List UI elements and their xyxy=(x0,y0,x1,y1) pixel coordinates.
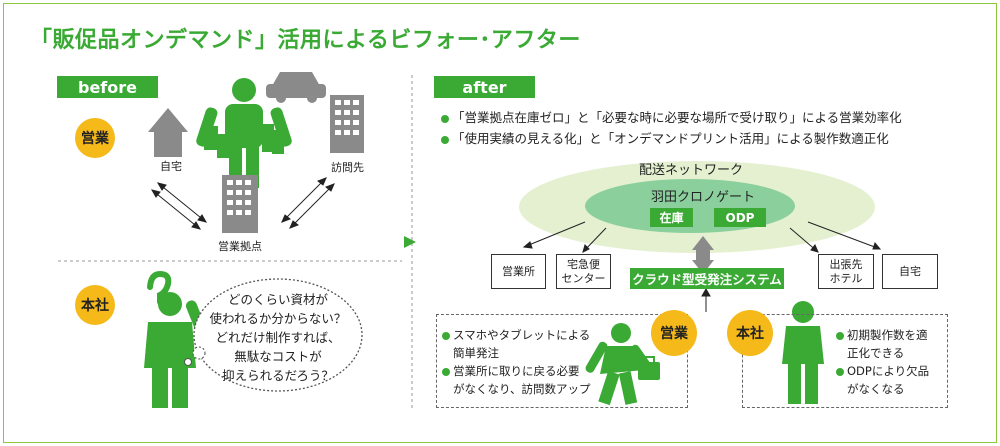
hq-benefits-box xyxy=(742,314,948,408)
dest-home: 自宅 xyxy=(882,254,938,289)
car-icon xyxy=(266,72,326,103)
question-mark-icon xyxy=(147,270,172,305)
delivery-arrows-icon xyxy=(522,221,882,253)
sales-benefits-list: スマホやタブレットによる 簡単発注 営業所に取りに戻る必要 がなくなり、訪問数ア… xyxy=(442,326,591,398)
stock-chip: 在庫 xyxy=(650,208,693,227)
office-building-icon xyxy=(330,95,364,153)
before-sales-badge: 営業 xyxy=(75,118,115,158)
gate-label: 羽田クロノゲート xyxy=(651,190,756,205)
house-icon xyxy=(148,108,188,157)
dest-delivery-center: 宅急便センター xyxy=(556,254,611,289)
after-bullet-2: 「使用実績の見える化」と「オンデマンドプリント活用」による製作数適正化 xyxy=(441,128,889,147)
hq-benefits-list: 初期製作数を適 正化できる ODPにより欠品 がなくなる xyxy=(836,326,929,398)
thought-bubble xyxy=(193,278,363,392)
after-hq-badge: 本社 xyxy=(727,310,773,356)
before-label: before xyxy=(57,76,158,98)
after-sales-badge: 営業 xyxy=(651,310,697,356)
sales-base-building-icon xyxy=(222,175,258,233)
home-label: 自宅 xyxy=(160,160,182,173)
odp-chip: ODP xyxy=(714,208,766,227)
hq-person-thinking-icon xyxy=(144,292,206,408)
page-title: 「販促品オンデマンド」活用によるビフォー･アフター xyxy=(30,28,581,53)
sales-base-label: 営業拠点 xyxy=(218,240,262,253)
visit-label: 訪問先 xyxy=(331,161,364,174)
sync-arrow-icon xyxy=(692,236,714,274)
network-label: 配送ネットワーク xyxy=(639,163,744,178)
hq-person-standing-icon xyxy=(782,301,824,404)
salesperson-walking-icon xyxy=(585,323,660,406)
sales-benefits-box xyxy=(436,314,688,408)
after-bullet-1: 「営業拠点在庫ゼロ」と「必要な時に必要な場所で受け取り」による営業効率化 xyxy=(441,107,902,126)
thought-bubble-text: どのくらい資材が 使われるか分からない？ どれだけ制作すれば、 無駄なコストが … xyxy=(209,292,347,383)
dest-sales-office: 営業所 xyxy=(491,254,546,289)
after-label: after xyxy=(434,76,535,98)
frame xyxy=(3,3,997,443)
cloud-system-chip: クラウド型受発注システム xyxy=(630,268,784,289)
before-hq-badge: 本社 xyxy=(75,285,115,325)
trip-arrows-icon xyxy=(150,177,335,230)
transition-arrow-icon xyxy=(404,236,416,248)
dest-hotel: 出張先ホテル xyxy=(818,254,874,289)
